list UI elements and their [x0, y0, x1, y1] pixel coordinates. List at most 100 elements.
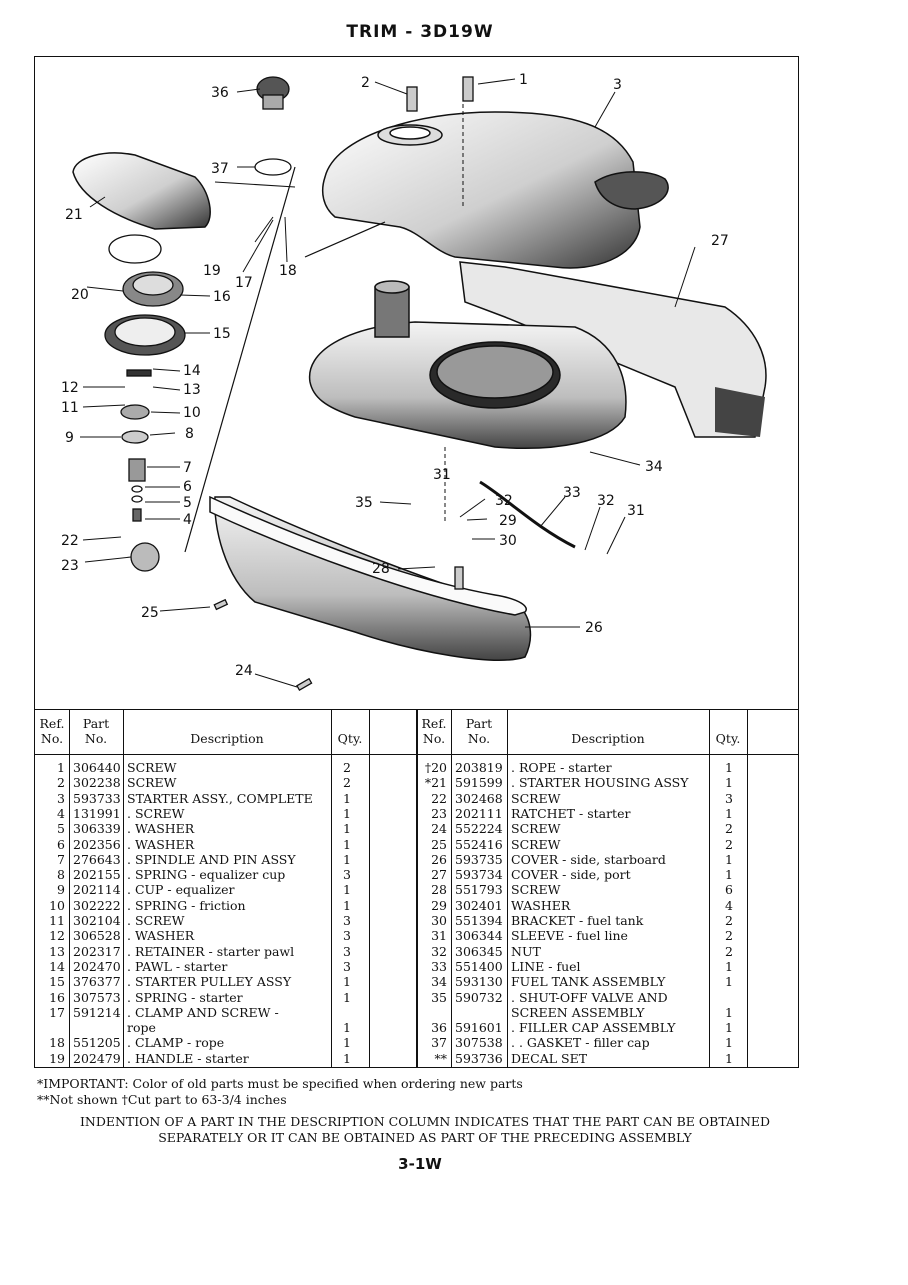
cell-qty: 3	[725, 790, 733, 806]
cell-desc: SCREW	[127, 760, 177, 775]
cell-qty: 1	[725, 775, 733, 791]
cell-desc: SCREW	[511, 882, 561, 898]
callout-36: 36	[211, 85, 229, 101]
cell-ref: 33	[431, 958, 447, 974]
callout-30: 30	[499, 533, 517, 549]
cell-part: 593733	[73, 790, 121, 806]
header-ref-right: Ref.No.	[421, 716, 447, 746]
cell-desc: . PAWL - starter	[127, 958, 228, 974]
cell-desc: . SPRING - friction	[127, 897, 246, 913]
cell-qty: 1	[343, 821, 351, 837]
cell-part: 302468	[455, 790, 503, 806]
cell-desc: NUT	[511, 943, 541, 959]
cell-qty: 1	[343, 974, 351, 990]
cover-port	[459, 261, 767, 438]
cover-starboard	[209, 495, 532, 661]
callout-14: 14	[183, 363, 201, 379]
cell-qty: 2	[343, 775, 351, 791]
starter-housing	[322, 111, 669, 269]
cell-part: 306339	[73, 821, 121, 837]
cell-qty: 1	[725, 1035, 733, 1051]
cell-desc: . RETAINER - starter pawl	[127, 943, 295, 959]
callout-32b: 32	[597, 493, 615, 509]
page-title: TRIM - 3D19W	[346, 22, 494, 42]
cell-part: 593736	[455, 1050, 503, 1066]
cell-qty: 1	[725, 1004, 733, 1020]
cell-ref: 6	[57, 836, 65, 852]
callout-18: 18	[279, 263, 297, 279]
cell-part: 593735	[455, 851, 503, 867]
cell-qty: 2	[725, 821, 733, 837]
cell-qty: 1	[343, 897, 351, 913]
cell-qty: 1	[343, 1020, 351, 1036]
screws	[213, 76, 474, 691]
cell-part: 202111	[455, 805, 503, 821]
cell-part: 202114	[73, 882, 121, 898]
cell-desc: SCREW	[511, 836, 561, 852]
cell-desc: . . GASKET - filler cap	[511, 1035, 650, 1051]
callout-26: 26	[585, 620, 603, 636]
cell-desc: SCREW	[511, 790, 561, 806]
cell-part: 302222	[73, 897, 121, 913]
cell-qty: 1	[343, 1050, 351, 1066]
callout-21: 21	[65, 207, 83, 223]
cell-ref: 28	[431, 882, 447, 898]
cell-desc: . STARTER PULLEY ASSY	[127, 974, 292, 990]
cell-ref: 17	[49, 1004, 65, 1020]
cell-desc: rope	[127, 1020, 156, 1036]
cell-part: 591601	[455, 1020, 503, 1036]
cell-ref: 27	[431, 867, 447, 883]
cell-ref: 13	[49, 943, 65, 959]
exploded-parts-diagram: 1 2 3 4 5 6 7 8 9 10 11 12 13 14 15 16 1…	[61, 72, 767, 691]
callout-13: 13	[183, 382, 201, 398]
cell-part: 202356	[73, 836, 121, 852]
header-qty-right: Qty.	[715, 731, 741, 746]
cell-ref: 23	[431, 805, 447, 821]
cell-ref: 16	[49, 989, 65, 1005]
cell-desc: . WASHER	[127, 821, 195, 837]
callout-15: 15	[213, 326, 231, 342]
cell-part: 306344	[455, 928, 503, 944]
callout-31: 31	[433, 467, 451, 483]
callout-33: 33	[563, 485, 581, 501]
cell-desc: SCREEN ASSEMBLY	[511, 1004, 645, 1020]
callout-4: 4	[183, 512, 192, 528]
cell-ref: *21	[424, 775, 447, 791]
indention-note-line-1: INDENTION OF A PART IN THE DESCRIPTION C…	[79, 1114, 771, 1129]
cell-ref: 14	[49, 958, 65, 974]
cell-desc: . CLAMP AND SCREW -	[127, 1004, 279, 1020]
callout-25: 25	[141, 605, 159, 621]
cell-desc: . SPINDLE AND PIN ASSY	[127, 851, 296, 867]
page-number: 3-1W	[398, 1155, 442, 1173]
callout-28: 28	[372, 561, 390, 577]
cell-desc: . WASHER	[127, 836, 195, 852]
cell-ref: 37	[431, 1035, 447, 1051]
cell-qty: 1	[343, 882, 351, 898]
starter-housing-assy	[72, 152, 211, 230]
callout-20: 20	[71, 287, 89, 303]
cell-qty: 1	[725, 805, 733, 821]
cell-qty: 1	[343, 989, 351, 1005]
cell-desc: . ROPE - starter	[511, 760, 612, 775]
cell-qty: 4	[725, 897, 733, 913]
